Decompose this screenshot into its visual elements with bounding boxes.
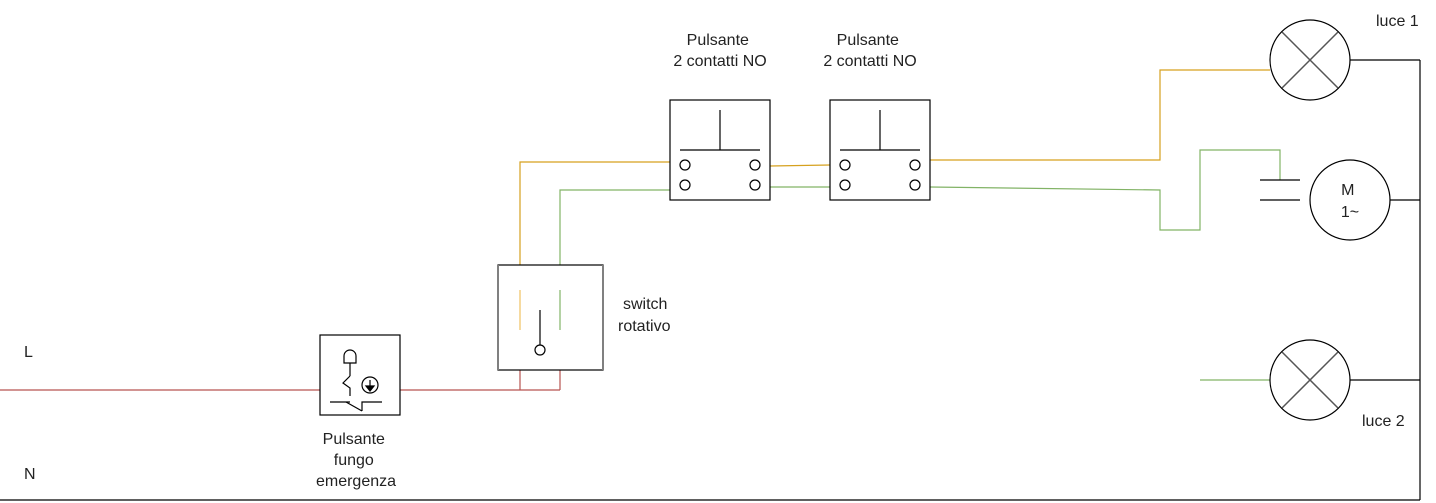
- phase-label: L: [24, 344, 33, 361]
- motor-icon[interactable]: M 1~: [1309, 159, 1391, 241]
- emergency-button[interactable]: [319, 334, 401, 416]
- lamp-2-icon[interactable]: [1269, 339, 1351, 421]
- capacitor-icon: [1260, 179, 1300, 201]
- lamp-2-label: luce 2: [1362, 413, 1405, 430]
- mushroom-button-icon: [330, 349, 382, 412]
- pushbutton-2[interactable]: [829, 99, 931, 201]
- pushbutton-2-label: Pulsante 2 contatti NO: [823, 32, 916, 70]
- neutral-label: N: [24, 466, 36, 483]
- wire-yellow: [519, 69, 1270, 265]
- lamp-1-icon[interactable]: [1269, 19, 1351, 101]
- pushbutton-1[interactable]: [669, 99, 771, 201]
- wire-phase: [0, 370, 561, 391]
- rotary-switch-label: switch rotativo: [618, 296, 672, 335]
- wire-green: [559, 149, 1281, 381]
- emergency-button-label: Pulsante fungo emergenza: [316, 431, 396, 490]
- wire-neutral: [0, 59, 1421, 501]
- pushbutton-1-label: Pulsante 2 contatti NO: [673, 32, 766, 70]
- lamp-1-label: luce 1: [1376, 13, 1419, 30]
- rotary-switch[interactable]: [497, 264, 604, 371]
- svg-text:M 1~: M 1~: [1341, 182, 1359, 221]
